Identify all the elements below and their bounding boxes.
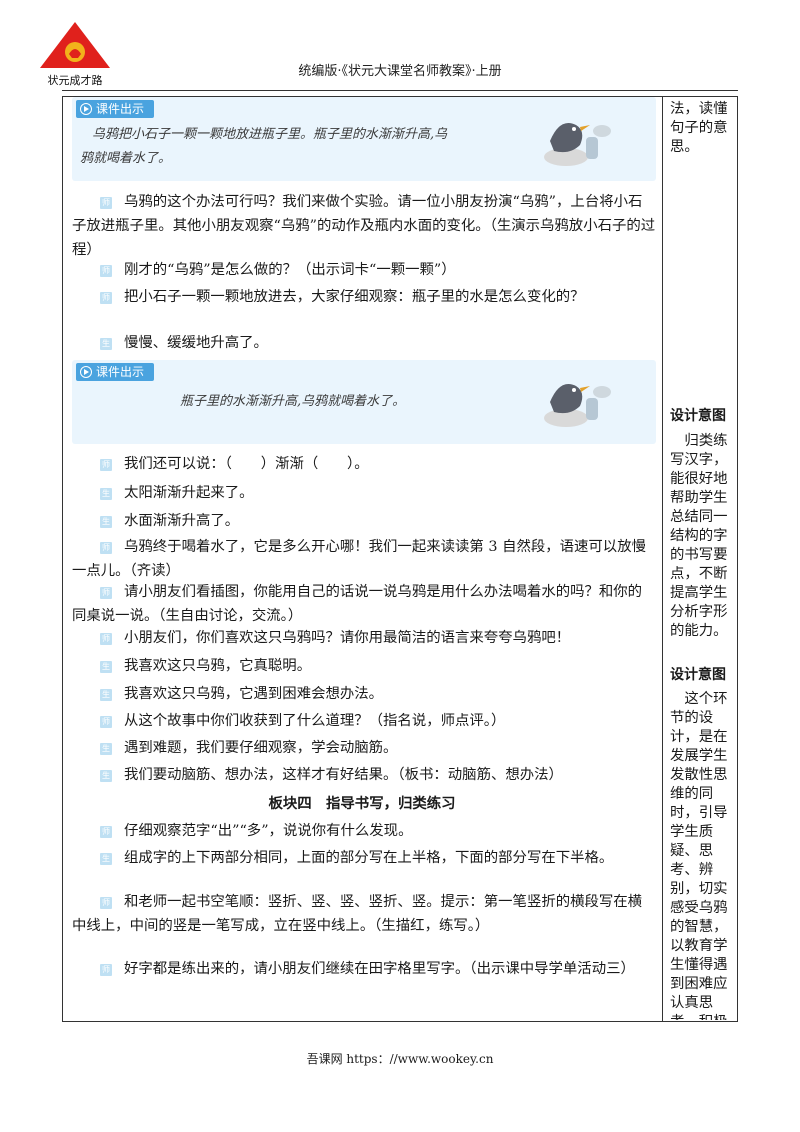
role-tag: 师 [100, 587, 112, 599]
dialogue-paragraph: 师刚才的“乌鸦”是怎么做的？（出示词卡“一颗一颗”） [100, 262, 456, 278]
dialogue-paragraph: 师仔细观察范字“出”“多”，说说你有什么发现。 [100, 823, 413, 839]
dialogue-paragraph: 师和老师一起书空笔顺：竖折、竖、竖、竖折、竖。提示：第一笔竖折的横段写在横中线上… [72, 894, 643, 934]
dialogue-paragraph: 生太阳渐渐升起来了。 [100, 485, 254, 501]
dialogue-paragraph: 师小朋友们，你们喜欢这只乌鸦吗？请你用最简洁的语言来夸夸乌鸦吧！ [100, 630, 571, 646]
page-footer: 吾课网 https：//www.wookey.cn [306, 1052, 494, 1066]
role-tag: 师 [100, 897, 112, 909]
content-frame [62, 96, 738, 1022]
crow-illustration-icon [544, 384, 611, 427]
courseware-text-line: 瓶子里的水渐渐升高,乌鸦就喝着水了。 [180, 394, 406, 409]
header-rule [62, 90, 738, 91]
play-icon [80, 103, 92, 115]
dialogue-paragraph: 师从这个故事中你们收获到了什么道理？（指名说，师点评。） [100, 713, 506, 729]
courseware-text-line: 乌鸦把小石子一颗一颗地放进瓶子里。瓶子里的水渐渐升高,乌 [92, 127, 448, 142]
role-tag: 师 [100, 633, 112, 645]
role-tag: 生 [100, 770, 112, 782]
dialogue-paragraph: 师好字都是练出来的，请小朋友们继续在田字格里写字。（出示课中导学单活动三） [100, 961, 635, 977]
role-tag: 生 [100, 853, 112, 865]
courseware-panel-2: 课件出示 瓶子里的水渐渐升高,乌鸦就喝着水了。 [72, 360, 656, 444]
logo: 状元成才路 [40, 22, 110, 87]
design-intent-title: 设计意图 [670, 408, 726, 424]
courseware-badge: 课件出示 [76, 363, 155, 381]
dialogue-paragraph: 生慢慢、缓缓地升高了。 [100, 335, 268, 351]
role-tag: 生 [100, 516, 112, 528]
logo-text: 状元成才路 [48, 73, 103, 87]
role-tag: 师 [100, 292, 112, 304]
section-heading: 板块四 指导书写，归类练习 [268, 796, 456, 812]
role-tag: 师 [100, 826, 112, 838]
dialogue-paragraph: 生我喜欢这只乌鸦，它真聪明。 [100, 658, 312, 674]
dialogue-paragraph: 师把小石子一颗一颗地放进去，大家仔细观察：瓶子里的水是怎么变化的？ [100, 289, 585, 305]
role-tag: 师 [100, 542, 112, 554]
role-tag: 生 [100, 338, 112, 350]
play-icon [80, 366, 92, 378]
design-intent-text: 这个环节的设计，是在发展学生发散性思维的同时，引导学生质疑、思考、辨别，切实感受… [670, 691, 728, 1020]
dialogue-paragraph: 生组成字的上下两部分相同，上面的部分写在上半格，下面的部分写在下半格。 [100, 850, 614, 866]
role-tag: 生 [100, 689, 112, 701]
dialogue-paragraph: 生我喜欢这只乌鸦，它遇到困难会想办法。 [100, 686, 384, 702]
sidebar-note-top: 法，读懂句子的意思。 [670, 101, 728, 155]
dialogue-paragraph: 师乌鸦终于喝着水了，它是多么开心哪！我们一起来读读第 3 自然段，语速可以放慢一… [72, 539, 646, 579]
role-tag: 师 [100, 716, 112, 728]
role-tag: 生 [100, 661, 112, 673]
design-intent-title: 设计意图 [670, 667, 726, 683]
dialogue-paragraph: 师乌鸦的这个办法可行吗？我们来做个实验。请一位小朋友扮演“乌鸦”，上台将小石子放… [72, 194, 656, 258]
role-tag: 生 [100, 743, 112, 755]
role-tag: 师 [100, 265, 112, 277]
dialogue-paragraph: 生遇到难题，我们要仔细观察，学会动脑筋。 [100, 740, 398, 756]
courseware-text-line: 鸦就喝着水了。 [80, 151, 172, 166]
role-tag: 师 [100, 459, 112, 471]
page-header-title: 统编版·《状元大课堂名师教案》·上册 [298, 64, 502, 79]
role-tag: 生 [100, 488, 112, 500]
dialogue-paragraph: 生我们要动脑筋、想办法，这样才有好结果。（板书：动脑筋、想办法） [100, 767, 563, 783]
crow-illustration-icon [544, 123, 611, 166]
dialogue-paragraph: 生水面渐渐升高了。 [100, 513, 240, 529]
dialogue-paragraph: 师请小朋友们看插图，你能用自己的话说一说乌鸦是用什么办法喝着水的吗？和你的同桌说… [72, 584, 643, 624]
role-tag: 师 [100, 197, 112, 209]
column-divider [662, 96, 663, 1022]
dialogue-paragraph: 师我们还可以说：（ ）渐渐（ ）。 [100, 456, 369, 472]
design-intent-text: 归类练写汉字，能很好地帮助学生总结同一结构的字的书写要点，不断提高学生分析字形的… [670, 433, 728, 639]
role-tag: 师 [100, 964, 112, 976]
courseware-badge: 课件出示 [76, 100, 155, 118]
courseware-panel-1: 课件出示 乌鸦把小石子一颗一颗地放进瓶子里。瓶子里的水渐渐升高,乌 鸦就喝着水了… [72, 97, 656, 181]
